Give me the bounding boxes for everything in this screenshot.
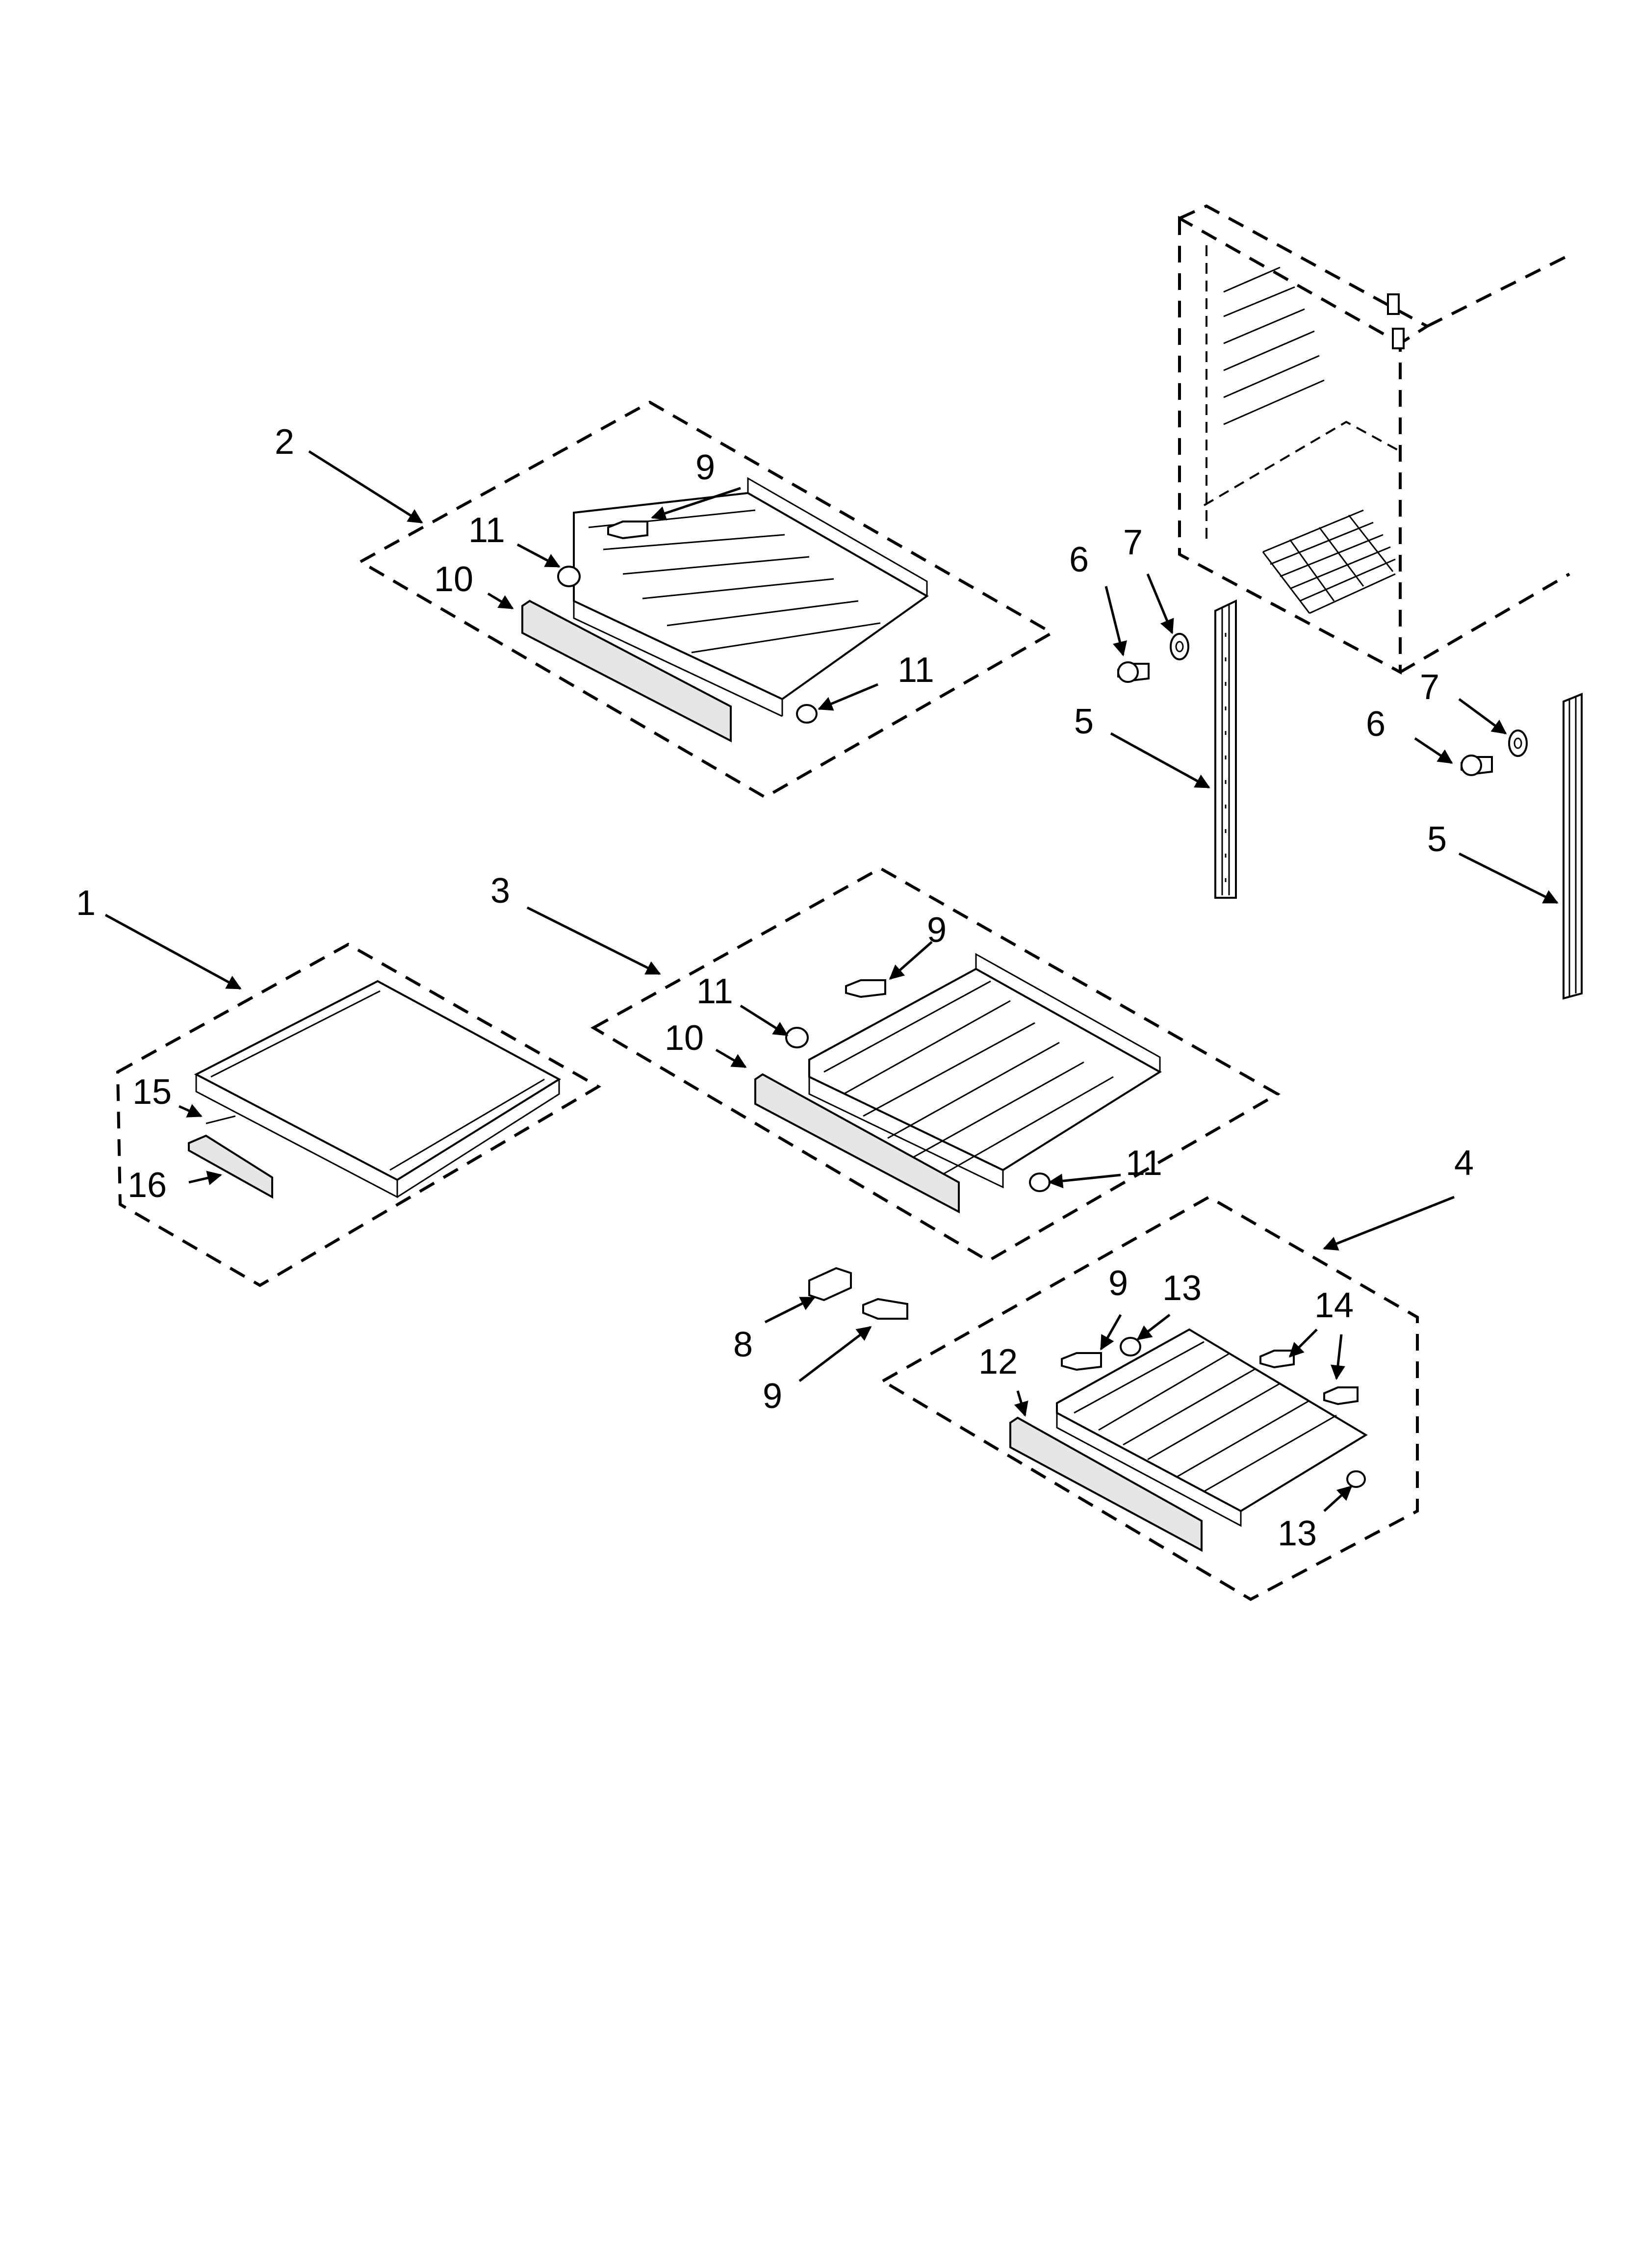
rail-screw-right [1461, 755, 1493, 776]
assembly-4-stop-right [1346, 1470, 1366, 1488]
callout-1: 1 [76, 884, 96, 923]
assembly-2-stop-right [796, 704, 818, 724]
callout-2: 2 [275, 422, 294, 462]
assembly-1-wire [205, 1115, 236, 1124]
assembly-2-front-trim [521, 600, 732, 743]
callout-11: 11 [898, 651, 934, 690]
callout-3: 3 [490, 871, 510, 911]
assembly-3-front-trim [754, 1073, 960, 1214]
cabinet-corner-tab [1392, 328, 1405, 349]
callout-7: 7 [1420, 668, 1439, 707]
callout-10: 10 [665, 1018, 704, 1058]
rail-screw-left [1117, 661, 1150, 683]
callout-12: 12 [978, 1342, 1018, 1382]
callout-10: 10 [434, 560, 473, 599]
assembly-4-drawer [1056, 1328, 1368, 1527]
callout-15: 15 [132, 1072, 172, 1112]
cabinet-corner-tab [1387, 293, 1400, 315]
leader-lines [104, 450, 1559, 1512]
part-8-clip [808, 1267, 852, 1302]
cabinet-vents [1223, 266, 1396, 614]
callout-6: 6 [1069, 540, 1089, 579]
assembly-3-stop-right [1029, 1173, 1051, 1192]
assembly-4-screw-right [1323, 1386, 1359, 1406]
assembly-3-screw [845, 979, 886, 998]
callout-9: 9 [1108, 1264, 1128, 1303]
rail-right [1563, 693, 1583, 1000]
assembly-3-drawer [808, 953, 1162, 1189]
callout-14: 14 [1314, 1286, 1354, 1325]
assembly-2-screw [607, 521, 648, 540]
rail-washer-right [1508, 730, 1528, 757]
callout-8: 8 [733, 1325, 753, 1364]
assembly-3-stop-left [785, 1027, 809, 1048]
rail-left [1214, 599, 1237, 899]
assembly-1-panel [194, 980, 561, 1199]
callout-7: 7 [1123, 523, 1143, 562]
callout-13: 13 [1162, 1269, 1202, 1308]
callout-9: 9 [695, 448, 715, 487]
callout-16: 16 [128, 1166, 167, 1205]
assembly-4-front-trim [1009, 1416, 1203, 1552]
assembly-4-screw-mid [1259, 1350, 1295, 1369]
assembly-2-stop-left [557, 566, 581, 587]
assembly-1-boundary [116, 942, 601, 1287]
callout-6: 6 [1366, 704, 1385, 744]
callout-5: 5 [1427, 820, 1447, 859]
cabinet-outline [1178, 204, 1570, 675]
assembly-4-boundary [880, 1195, 1419, 1601]
assembly-4-screw-left [1061, 1352, 1102, 1371]
callout-5: 5 [1074, 702, 1094, 741]
callout-4: 4 [1454, 1144, 1474, 1183]
callout-11: 11 [696, 972, 733, 1011]
assembly-2-boundary [357, 400, 1055, 799]
callout-13: 13 [1278, 1514, 1317, 1553]
callout-11: 11 [1126, 1144, 1162, 1183]
callout-11: 11 [468, 511, 505, 550]
callout-9: 9 [763, 1377, 782, 1416]
assembly-1-bracket [188, 1134, 273, 1199]
rail-washer-left [1170, 633, 1189, 660]
part-9-loose-screw [862, 1298, 908, 1320]
callout-9: 9 [927, 911, 947, 950]
assembly-3-boundary [590, 866, 1281, 1263]
assembly-4-stop-left [1120, 1337, 1141, 1356]
